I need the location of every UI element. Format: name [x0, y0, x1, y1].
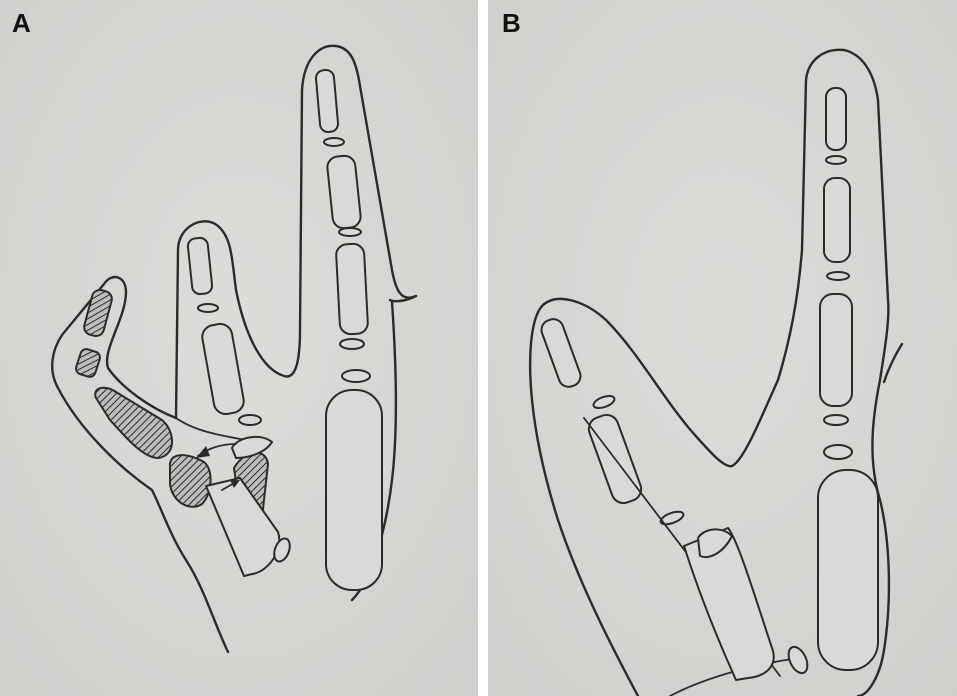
joint-long-dip — [324, 138, 344, 146]
panel-divider — [478, 0, 488, 696]
panel-label-b: B — [502, 10, 521, 36]
sesamoid-long — [824, 445, 852, 459]
metacarpal-long — [326, 390, 382, 590]
paper-background — [0, 0, 478, 696]
joint-long-mcp — [824, 415, 848, 425]
panel-a: A — [0, 0, 478, 696]
metacarpal-long — [818, 470, 878, 670]
panel-b: B — [488, 0, 957, 696]
proximal-phalanx-long — [336, 243, 369, 334]
joint-long-pip — [339, 228, 361, 236]
joint-long-pip — [827, 272, 849, 280]
joint-index-dip — [198, 304, 218, 312]
proximal-phalanx-long — [820, 294, 852, 406]
joint-index-pip — [239, 415, 261, 425]
sesamoid-long — [342, 370, 370, 382]
joint-long-dip — [826, 156, 846, 164]
panel-a-drawing — [0, 0, 478, 696]
middle-phalanx-long — [824, 178, 850, 262]
panel-b-drawing — [488, 0, 957, 696]
joint-long-mcp — [340, 339, 364, 349]
distal-phalanx-long — [826, 88, 846, 150]
carpal-bone-1 — [170, 455, 211, 507]
panel-label-a: A — [12, 10, 31, 36]
